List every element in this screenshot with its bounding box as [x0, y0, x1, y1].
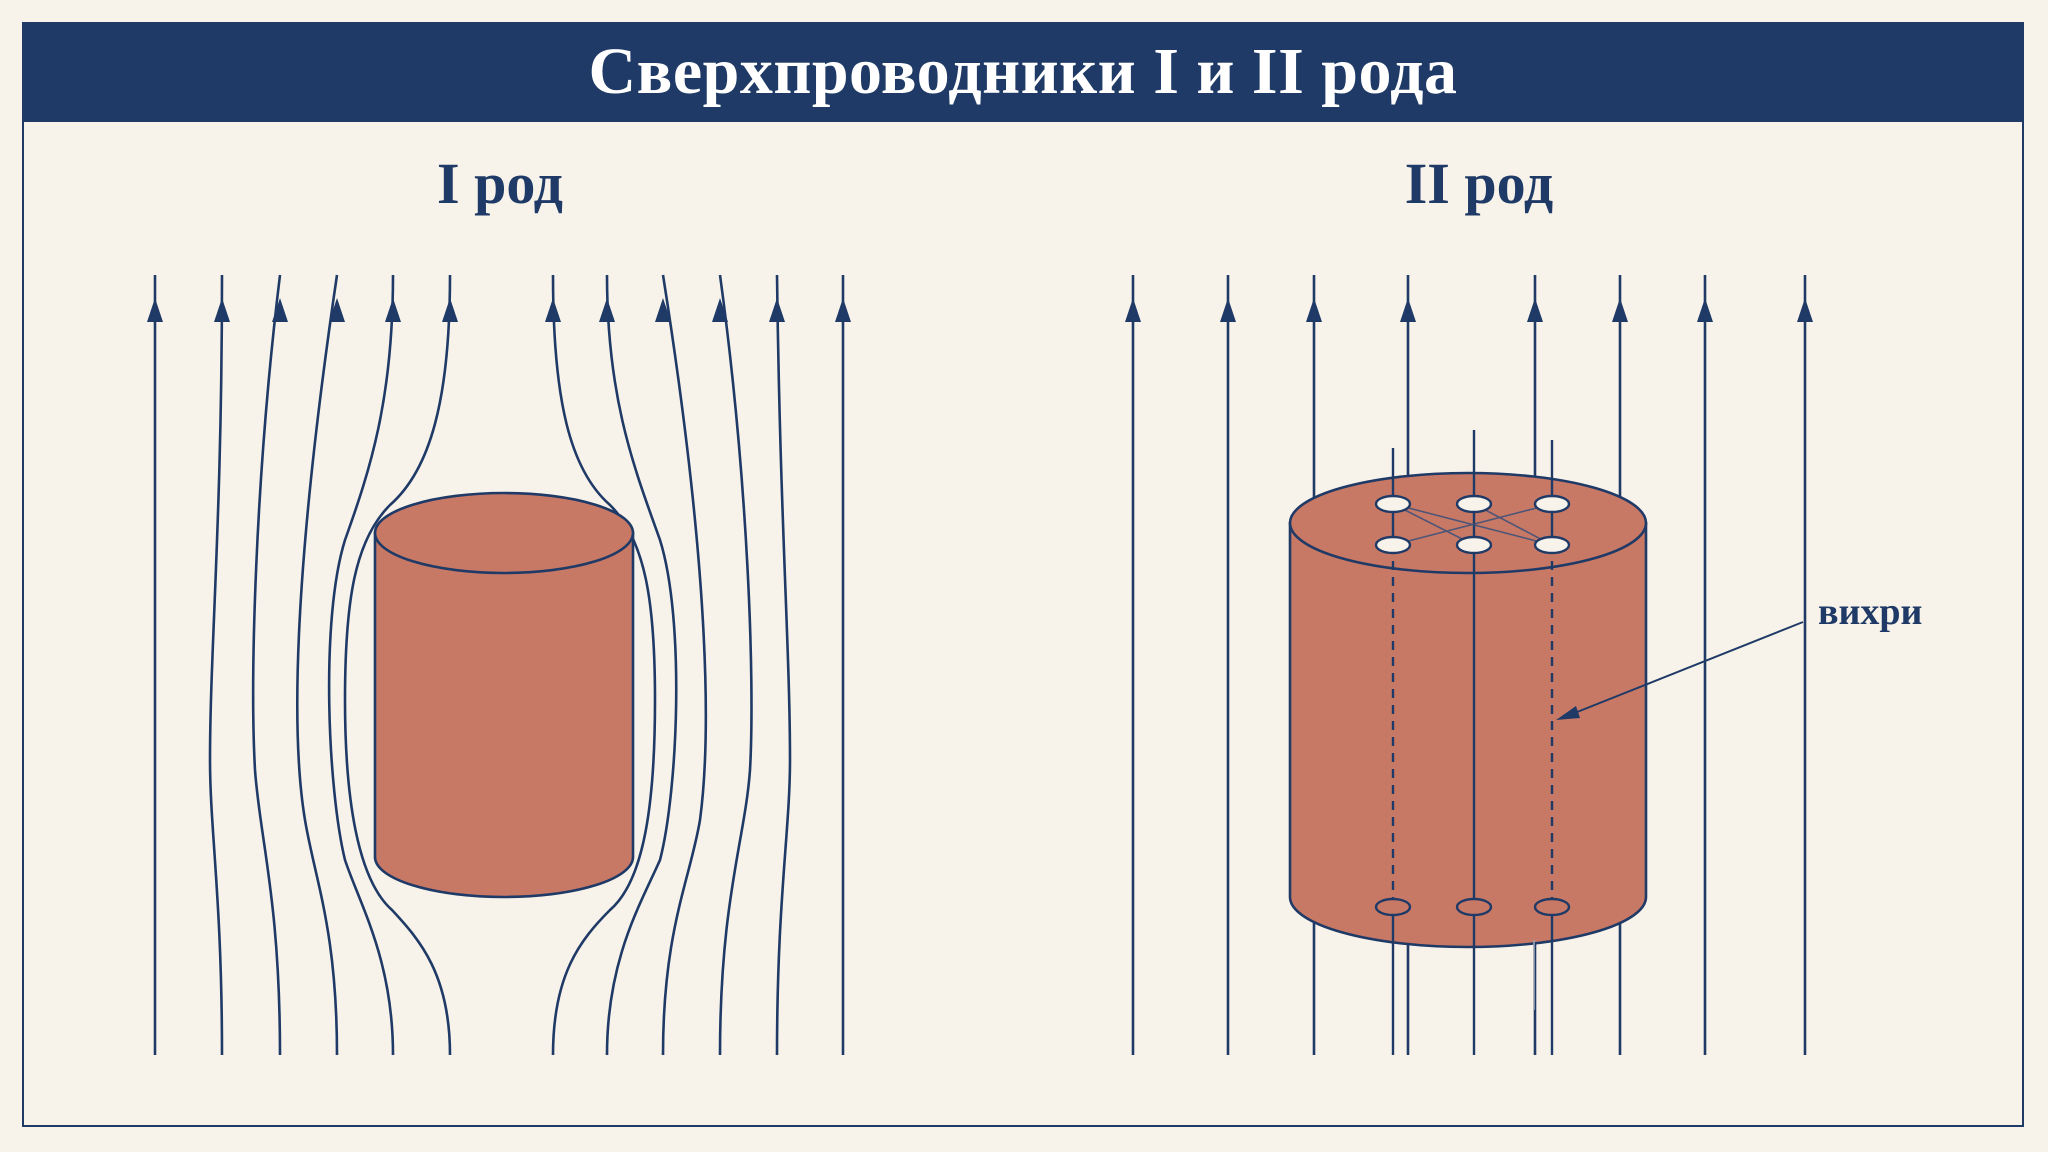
- pointer-arrow-icon: [1556, 706, 1580, 720]
- vortex-lines: [1391, 430, 1554, 1055]
- type-1-field-lines: [153, 274, 845, 1056]
- field-line: [661, 274, 708, 1056]
- field-line: [208, 274, 224, 1056]
- field-line: [551, 274, 657, 1056]
- field-line: [775, 274, 792, 1056]
- arrow-up-icon: [835, 298, 851, 322]
- arrow-up-icon: [712, 298, 728, 322]
- arrow-up-icon: [1527, 298, 1543, 322]
- type-1-heading: I род: [437, 151, 563, 216]
- field-line: [327, 274, 395, 1056]
- arrow-up-icon: [214, 298, 230, 322]
- vortex-label: вихри: [1818, 591, 1922, 633]
- arrow-up-icon: [545, 298, 561, 322]
- arrow-up-icon: [1797, 298, 1813, 322]
- arrow-up-icon: [1220, 298, 1236, 322]
- type-1-arrowheads: [147, 298, 851, 322]
- arrow-up-icon: [442, 298, 458, 322]
- arrow-up-icon: [1400, 298, 1416, 322]
- field-line: [343, 274, 452, 1056]
- arrow-up-icon: [599, 298, 615, 322]
- type-2-heading: II род: [1404, 151, 1554, 216]
- arrow-up-icon: [655, 298, 671, 322]
- arrow-up-icon: [329, 298, 345, 322]
- arrow-up-icon: [1125, 298, 1141, 322]
- arrow-up-icon: [272, 298, 288, 322]
- field-line: [295, 274, 339, 1056]
- arrow-up-icon: [1612, 298, 1628, 322]
- type-2-arrowheads: [1125, 298, 1813, 322]
- arrow-up-icon: [1697, 298, 1713, 322]
- vortex-cores-bottom: [1374, 897, 1571, 917]
- field-line: [251, 274, 282, 1056]
- arrow-up-icon: [769, 298, 785, 322]
- field-line: [718, 274, 753, 1056]
- field-line: [605, 274, 678, 1056]
- slide-title: Сверхпроводники I и II рода: [588, 35, 1458, 108]
- arrow-up-icon: [147, 298, 163, 322]
- type-2-cylinder: [1288, 430, 1648, 1055]
- title-banner: Сверхпроводники I и II рода: [22, 22, 2024, 122]
- type-1-cylinder: [373, 491, 635, 899]
- arrow-up-icon: [385, 298, 401, 322]
- vortex-cores-top: [1374, 494, 1571, 555]
- arrow-up-icon: [1306, 298, 1322, 322]
- vortex-annotation: вихри: [1556, 591, 1922, 720]
